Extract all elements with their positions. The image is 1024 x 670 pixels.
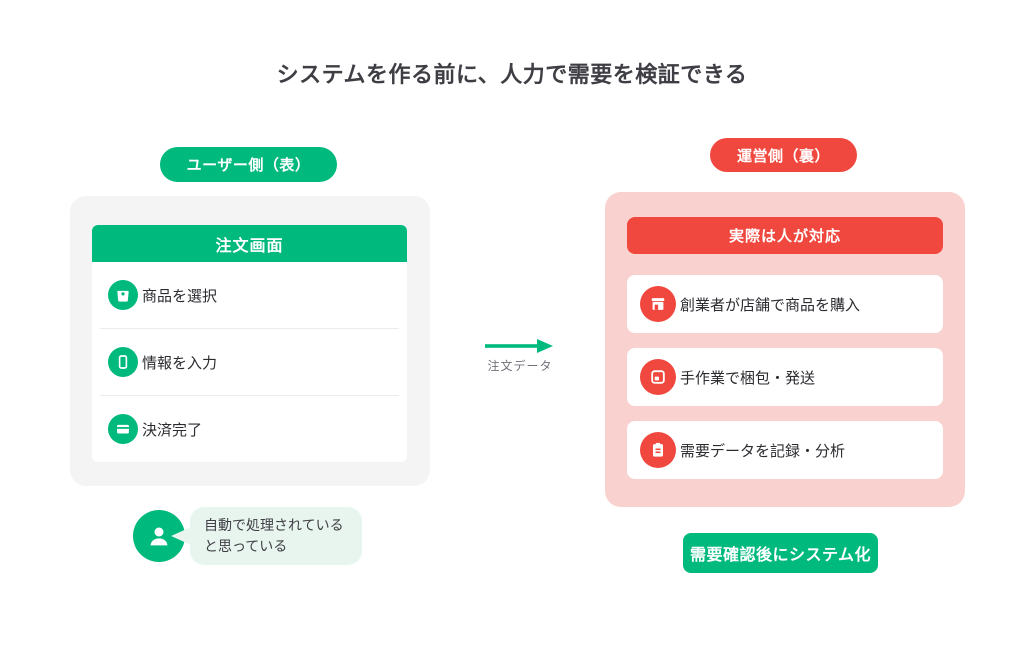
list-item: 決済完了 bbox=[92, 396, 407, 462]
task-label: 手作業で梱包・発送 bbox=[680, 369, 816, 387]
speech-line: 自動で処理されている bbox=[204, 517, 344, 533]
order-data-arrow-icon bbox=[485, 337, 555, 355]
speech-line: と思っている bbox=[204, 538, 288, 554]
ops-header: 実際は人が対応 bbox=[627, 217, 943, 254]
credit-card-icon bbox=[108, 414, 138, 444]
order-screen-panel: 注文画面 商品を選択 情報を入力 bbox=[92, 225, 407, 462]
user-side-badge: ユーザー側（表） bbox=[160, 147, 337, 182]
step-label: 情報を入力 bbox=[142, 354, 218, 372]
list-item: 情報を入力 bbox=[92, 329, 407, 395]
step-label: 商品を選択 bbox=[142, 287, 218, 305]
package-icon bbox=[640, 359, 676, 395]
clipboard-icon bbox=[640, 432, 676, 468]
speech-bubble: 自動で処理されている と思っている bbox=[190, 507, 362, 565]
storefront-icon bbox=[640, 286, 676, 322]
systemize-button: 需要確認後にシステム化 bbox=[683, 533, 878, 573]
divider bbox=[100, 328, 399, 329]
user-side-card: 注文画面 商品を選択 情報を入力 bbox=[70, 196, 430, 486]
list-item: 手作業で梱包・発送 bbox=[627, 348, 943, 406]
diagram-title: システムを作る前に、人力で需要を検証できる bbox=[276, 62, 748, 87]
ops-side-card: 実際は人が対応 創業者が店舗で商品を購入 手作業で梱包・発送 需要データを記録・… bbox=[605, 192, 965, 507]
order-steps-list: 商品を選択 情報を入力 決済完了 bbox=[92, 262, 407, 462]
task-label: 需要データを記録・分析 bbox=[680, 442, 846, 460]
step-label: 決済完了 bbox=[142, 421, 203, 439]
task-label: 創業者が店舗で商品を購入 bbox=[680, 296, 861, 314]
ops-side-badge: 運営側（裏） bbox=[710, 138, 857, 172]
divider bbox=[100, 395, 399, 396]
order-data-label: 注文データ bbox=[487, 359, 553, 373]
speech-bubble-tail bbox=[171, 527, 191, 545]
order-screen-header: 注文画面 bbox=[92, 225, 407, 262]
list-item: 創業者が店舗で商品を購入 bbox=[627, 275, 943, 333]
list-item: 需要データを記録・分析 bbox=[627, 421, 943, 479]
shopping-bag-icon bbox=[108, 280, 138, 310]
list-item: 商品を選択 bbox=[92, 262, 407, 328]
smartphone-icon bbox=[108, 347, 138, 377]
